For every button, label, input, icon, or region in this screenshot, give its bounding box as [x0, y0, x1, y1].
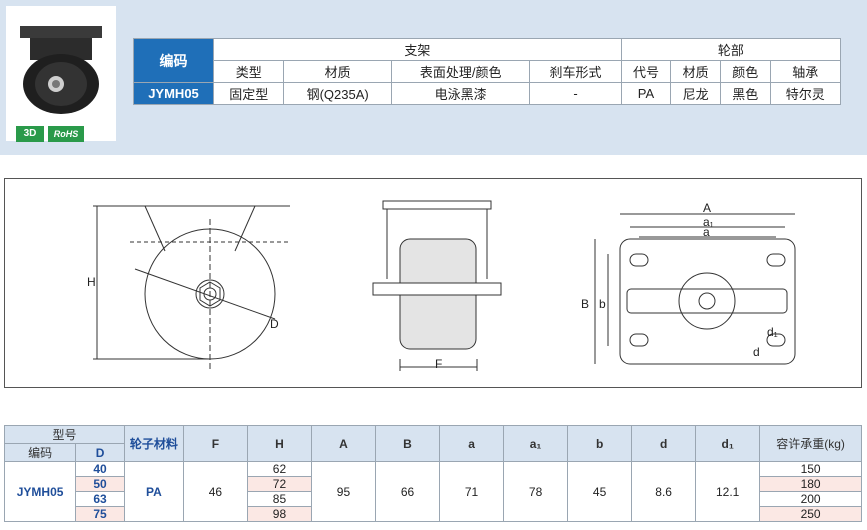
cell-d1: 12.1 — [695, 461, 761, 522]
cell-a-upper: 95 — [310, 461, 377, 522]
spec-col-surface: 表面处理/颜色 — [390, 60, 531, 83]
spec-col-wheel-code: 代号 — [620, 60, 672, 83]
dimension-table: 型号 轮子材料 F H A B a a₁ b d d₁ 容许承重(kg) 编码 … — [3, 425, 862, 522]
cell-b: 45 — [567, 461, 633, 522]
dim-label-a: a — [703, 225, 710, 239]
spec-table: 编码 支架 轮部 类型 材质 表面处理/颜色 刹车形式 代号 材质 颜色 轴承 … — [133, 38, 842, 105]
th-d-upper: D — [75, 443, 125, 462]
th-a-upper: A — [310, 425, 377, 462]
th-wheel-material: 轮子材料 — [123, 425, 184, 462]
spec-val-wheel-color: 黑色 — [719, 82, 771, 105]
rohs-badge: RoHS — [48, 126, 84, 142]
dim-label-b-upper: B — [581, 297, 590, 311]
spec-val-type: 固定型 — [212, 82, 285, 105]
cell-b-upper: 66 — [374, 461, 441, 522]
spec-group-wheel: 轮部 — [620, 38, 842, 61]
th-load: 容许承重(kg) — [759, 425, 862, 462]
th-model: 型号 — [4, 425, 125, 444]
cell-code: JYMH05 — [3, 461, 77, 522]
cell-a: 71 — [439, 461, 505, 522]
cell-h-1: 72 — [246, 476, 312, 492]
th-a1: a₁ — [503, 425, 569, 462]
spec-row-code: JYMH05 — [133, 82, 214, 105]
th-h: H — [246, 425, 312, 462]
spec-val-wheel-code: PA — [620, 82, 672, 105]
cell-h-3: 98 — [246, 506, 312, 522]
cell-load-2: 200 — [759, 491, 862, 507]
product-image: 3D RoHS — [6, 6, 116, 142]
dim-label-a-upper: A — [703, 201, 712, 215]
th-b-upper: B — [374, 425, 441, 462]
th-d: d — [631, 425, 697, 462]
top-view — [594, 213, 796, 365]
dim-label-d: d — [753, 345, 760, 359]
front-view — [372, 200, 502, 371]
spec-col-material: 材质 — [283, 60, 392, 83]
cell-load-1: 180 — [759, 476, 862, 492]
3d-badge: 3D — [16, 126, 44, 142]
dim-label-d1: d₁ — [767, 325, 778, 339]
cell-wheel-material: PA — [123, 461, 184, 522]
th-b: b — [567, 425, 633, 462]
spec-val-material: 钢(Q235A) — [283, 82, 392, 105]
spec-col-type: 类型 — [212, 60, 285, 83]
cell-d-3: 75 — [75, 506, 125, 522]
dim-label-f: F — [435, 357, 443, 371]
spec-val-wheel-material: 尼龙 — [670, 82, 721, 105]
cell-h-0: 62 — [246, 461, 312, 477]
dim-label-b: b — [599, 297, 606, 311]
technical-drawing: H D F A a₁ a B b d₁ d — [4, 178, 862, 388]
spec-val-surface: 电泳黑漆 — [390, 82, 531, 105]
spec-val-bearing: 特尔灵 — [769, 82, 842, 105]
spec-group-bracket: 支架 — [213, 38, 622, 61]
dim-label-h: H — [87, 275, 96, 289]
cell-f: 46 — [182, 461, 248, 522]
spec-code-header: 编码 — [133, 38, 214, 83]
cell-load-3: 250 — [759, 506, 862, 522]
cell-load-0: 150 — [759, 461, 862, 477]
spec-col-bearing: 轴承 — [769, 60, 842, 83]
th-a: a — [439, 425, 505, 462]
cell-a1: 78 — [503, 461, 569, 522]
th-code: 编码 — [3, 443, 77, 462]
caster-image-icon — [20, 26, 102, 114]
th-d1: d₁ — [695, 425, 761, 462]
cell-d-2: 63 — [75, 491, 125, 507]
cell-d: 8.6 — [631, 461, 697, 522]
cell-d-0: 40 — [75, 461, 125, 477]
dim-label-d-wheel: D — [270, 317, 279, 331]
side-view — [93, 205, 290, 369]
product-info-panel: 3D RoHS 编码 支架 轮部 类型 材质 表面处理/颜色 刹车形式 代号 材… — [0, 0, 867, 155]
spec-col-wheel-color: 颜色 — [719, 60, 771, 83]
th-f: F — [182, 425, 248, 462]
dim-label-a1: a₁ — [703, 215, 714, 229]
spec-col-wheel-material: 材质 — [670, 60, 721, 83]
cell-d-1: 50 — [75, 476, 125, 492]
drawing-canvas — [93, 200, 796, 371]
cell-h-2: 85 — [246, 491, 312, 507]
spec-col-brake: 刹车形式 — [529, 60, 622, 83]
spec-val-brake: - — [529, 82, 622, 105]
